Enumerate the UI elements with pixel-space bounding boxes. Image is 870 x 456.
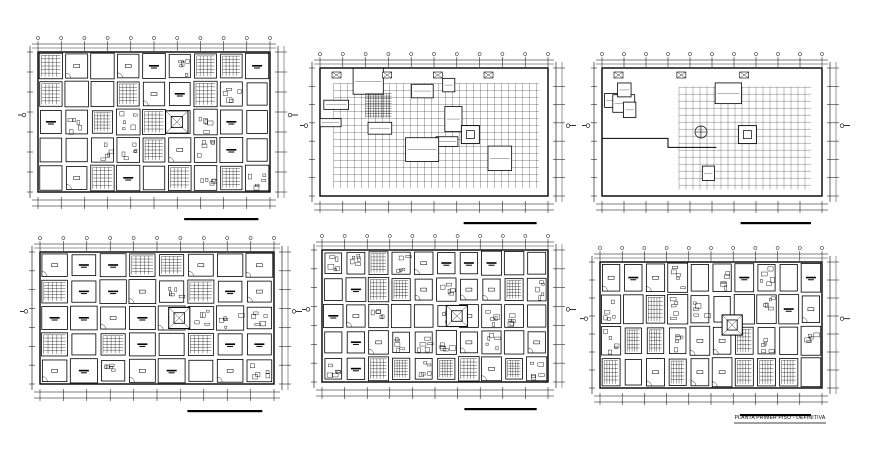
scale-bar <box>464 408 537 411</box>
plan-top-middle <box>300 52 576 225</box>
plan-bottom-middle <box>302 234 576 411</box>
scale-bar <box>740 222 811 225</box>
plan-bottom-right <box>580 246 850 417</box>
scale-bar <box>739 414 811 417</box>
scale-bar <box>184 218 259 221</box>
drawing-caption: PLANTA PRIMER PISO - DEFINITIVA <box>734 415 826 421</box>
plan-bottom-left <box>20 236 302 413</box>
plan-top-right <box>582 52 850 225</box>
scale-bar <box>463 222 537 225</box>
scale-bar <box>187 410 263 413</box>
plan-top-left <box>18 36 298 221</box>
